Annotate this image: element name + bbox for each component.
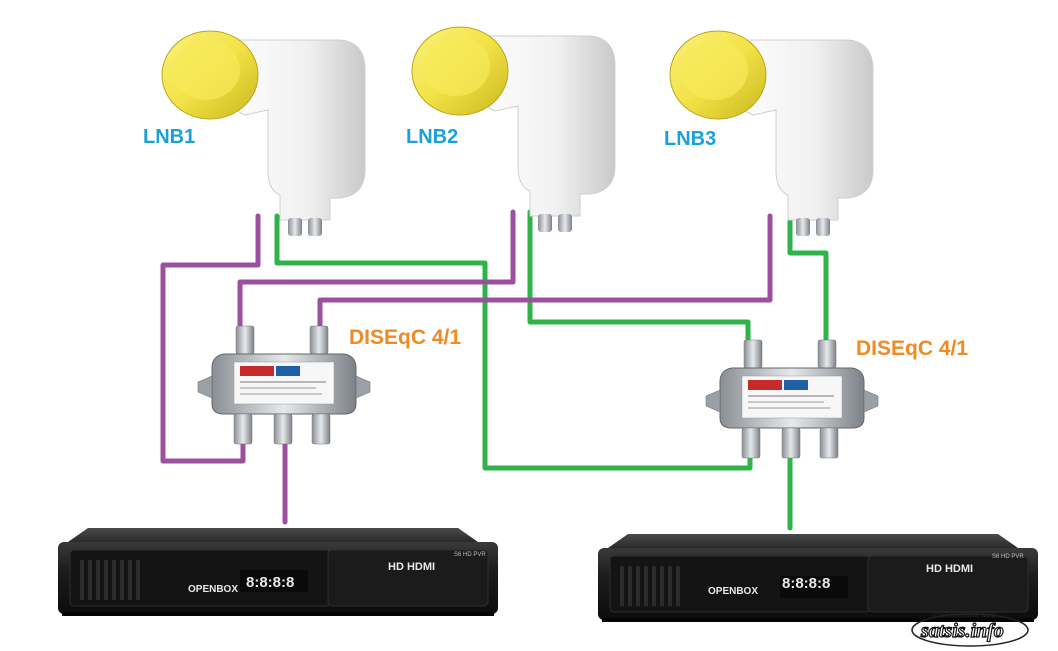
diseqc-2-label: DISEqC 4/1 <box>856 337 968 360</box>
cable-lnb2-to-switch1 <box>237 209 516 335</box>
receiver-1-brand: OPENBOX <box>188 584 238 595</box>
cable-lnb1-to-switch1 <box>160 213 261 464</box>
cable-lnb3-to-switch2 <box>787 213 829 347</box>
diseqc-switch-1-image <box>197 325 371 445</box>
diseqc-switch-1 <box>197 325 371 445</box>
diseqc-switch-2 <box>705 339 879 459</box>
cable-lnb1-to-switch2 <box>274 213 753 471</box>
receiver-2-model: S6 HD PVR <box>992 554 1024 560</box>
receiver-2-hd-badge: HD HDMI <box>926 563 973 575</box>
diseqc-switch-2-image <box>705 339 879 459</box>
receiver-2-brand: OPENBOX <box>708 586 758 597</box>
receiver-2: OPENBOX 8:8:8:8 HD HDMI S6 HD PVR <box>597 533 1039 623</box>
receiver-1-hd-badge: HD HDMI <box>388 561 435 573</box>
lnb-3-label: LNB3 <box>664 128 716 150</box>
diseqc-1-label: DISEqC 4/1 <box>349 326 461 349</box>
cable-lnb3-to-switch1 <box>317 213 773 335</box>
lnb-2-label: LNB2 <box>406 126 458 148</box>
cables <box>160 209 829 531</box>
cable-lnb2-to-switch2 <box>527 209 751 347</box>
receiver-1: OPENBOX 8:8:8:8 HD HDMI S6 HD PVR <box>57 527 499 617</box>
watermark-main: satsis.info <box>920 620 1004 642</box>
lnb-1-label: LNB1 <box>143 126 195 148</box>
receiver-1-display: 8:8:8:8 <box>246 574 294 591</box>
watermark: спутниковый мир satsis.info <box>911 610 1029 647</box>
receiver-2-display: 8:8:8:8 <box>782 575 830 592</box>
receiver-1-model: S6 HD PVR <box>454 552 486 558</box>
